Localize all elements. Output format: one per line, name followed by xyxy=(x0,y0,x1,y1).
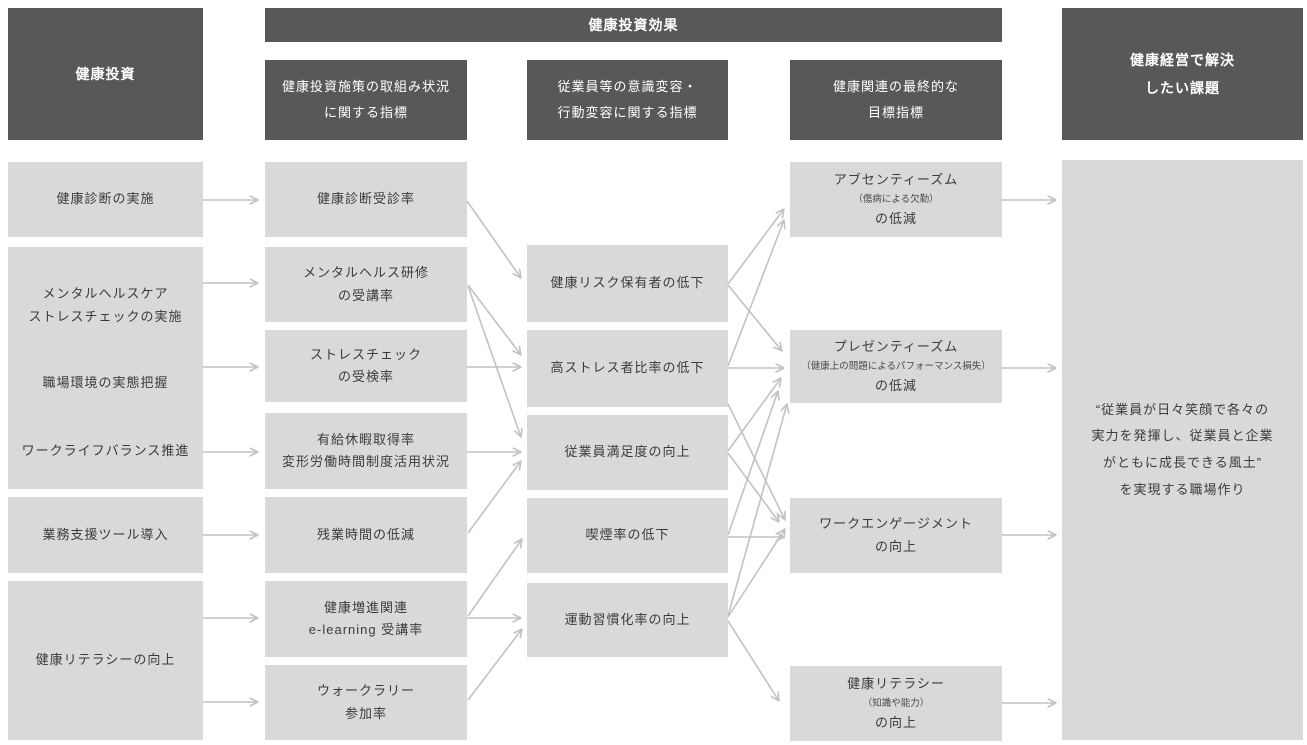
node-paid-leave-rate: 有給休暇取得率 変形労働時間制度活用状況 xyxy=(265,413,467,489)
arrow-c5-to-d3 xyxy=(727,529,785,618)
node-checkup-rate: 健康診断受診率 xyxy=(265,162,467,237)
arrow-m1-to-c1 xyxy=(466,200,521,278)
node-workplace-survey-label: 職場環境の実態把握 xyxy=(42,375,169,391)
node-health-checkup: 健康診断の実施 xyxy=(8,162,203,237)
arrow-m5-to-c3 xyxy=(467,461,521,534)
node-health-literacy-outcome: 健康リテラシー （知識や能力） の向上 xyxy=(790,666,1002,741)
arrow-m2-to-c3 xyxy=(467,285,521,437)
arrow-m2-to-c2 xyxy=(467,284,521,355)
node-presenteeism: プレゼンティーズム （健康上の問題によるパフォーマンス損失） の低減 xyxy=(790,330,1002,403)
header-process-metrics: 健康投資施策の取組み状況 に関する指標 xyxy=(265,60,467,140)
node-mentalcare-label: メンタルヘルスケア ストレスチェックの実施 xyxy=(28,286,183,324)
node-mentalcare-stresscheck: メンタルヘルスケア ストレスチェックの実施 職場環境の実態把握 xyxy=(8,247,203,431)
arrow-c3-to-d3 xyxy=(727,452,779,522)
node-smoking-decrease: 喫煙率の低下 xyxy=(527,498,728,573)
node-elearning-rate: 健康増進関連 e-learning 受講率 xyxy=(265,581,467,657)
arrow-c1-to-d2 xyxy=(727,284,782,351)
node-exercise-habit-increase: 運動習慣化率の向上 xyxy=(527,583,728,657)
node-worklife-balance: ワークライフバランス推進 xyxy=(8,413,203,489)
presenteeism-suffix: の低減 xyxy=(874,378,917,394)
arrow-c5-to-d4 xyxy=(727,620,779,701)
header-behavior-metrics: 従業員等の意識変容・ 行動変容に関する指標 xyxy=(527,60,728,140)
presenteeism-title: プレゼンティーズム xyxy=(833,338,959,354)
absenteeism-note: （傷病による欠勤） xyxy=(853,193,939,205)
absenteeism-suffix: の低減 xyxy=(874,211,917,227)
arrow-c2-to-d1 xyxy=(727,220,784,367)
arrow-c1-to-d1 xyxy=(727,209,784,285)
absenteeism-title: アブセンティーズム xyxy=(833,171,959,187)
arrow-c2-to-d3 xyxy=(727,403,785,520)
node-walkrally-rate: ウォークラリー 参加率 xyxy=(265,665,467,740)
work-engagement-suffix: の向上 xyxy=(874,538,917,554)
node-stresscheck-rate: ストレスチェック の受検率 xyxy=(265,330,467,402)
presenteeism-note: （健康上の問題によるパフォーマンス損失） xyxy=(801,360,991,372)
header-target-metrics: 健康関連の最終的な 目標指標 xyxy=(790,60,1002,140)
arrow-c5-to-d2 xyxy=(727,404,787,617)
header-effect-banner: 健康投資効果 xyxy=(265,8,1002,42)
header-goal: 健康経営で解決 したい課題 xyxy=(1062,8,1303,140)
node-health-literacy-investment: 健康リテラシーの向上 xyxy=(8,581,203,740)
arrow-m6-to-c4 xyxy=(467,539,522,617)
node-overtime-reduction: 残業時間の低減 xyxy=(265,497,467,573)
node-absenteeism: アブセンティーズム （傷病による欠勤） の低減 xyxy=(790,162,1002,237)
arrow-c4-to-d2 xyxy=(727,391,778,536)
node-support-tools: 業務支援ツール導入 xyxy=(8,497,203,573)
health-literacy-suffix: の向上 xyxy=(874,715,917,731)
arrow-c3-to-d2 xyxy=(727,378,781,452)
health-literacy-title: 健康リテラシー xyxy=(847,675,945,691)
node-goal: “従業員が日々笑顔で各々の 実力を発揮し、従業員と企業 がともに成長できる風土”… xyxy=(1062,160,1303,740)
header-investment: 健康投資 xyxy=(8,8,203,140)
work-engagement-title: ワークエンゲージメント xyxy=(819,516,973,532)
node-satisfaction-increase: 従業員満足度の向上 xyxy=(527,415,728,490)
health-literacy-note: （知識や能力） xyxy=(862,697,930,709)
goal-text: “従業員が日々笑顔で各々の 実力を発揮し、従業員と企業 がともに成長できる風土”… xyxy=(1091,401,1274,497)
node-mental-training-rate: メンタルヘルス研修 の受講率 xyxy=(265,247,467,322)
arrow-m7-to-c5 xyxy=(467,629,522,701)
node-work-engagement: ワークエンゲージメント の向上 xyxy=(790,498,1002,573)
node-high-stress-decrease: 高ストレス者比率の低下 xyxy=(527,330,728,407)
node-health-risk-decrease: 健康リスク保有者の低下 xyxy=(527,245,728,322)
